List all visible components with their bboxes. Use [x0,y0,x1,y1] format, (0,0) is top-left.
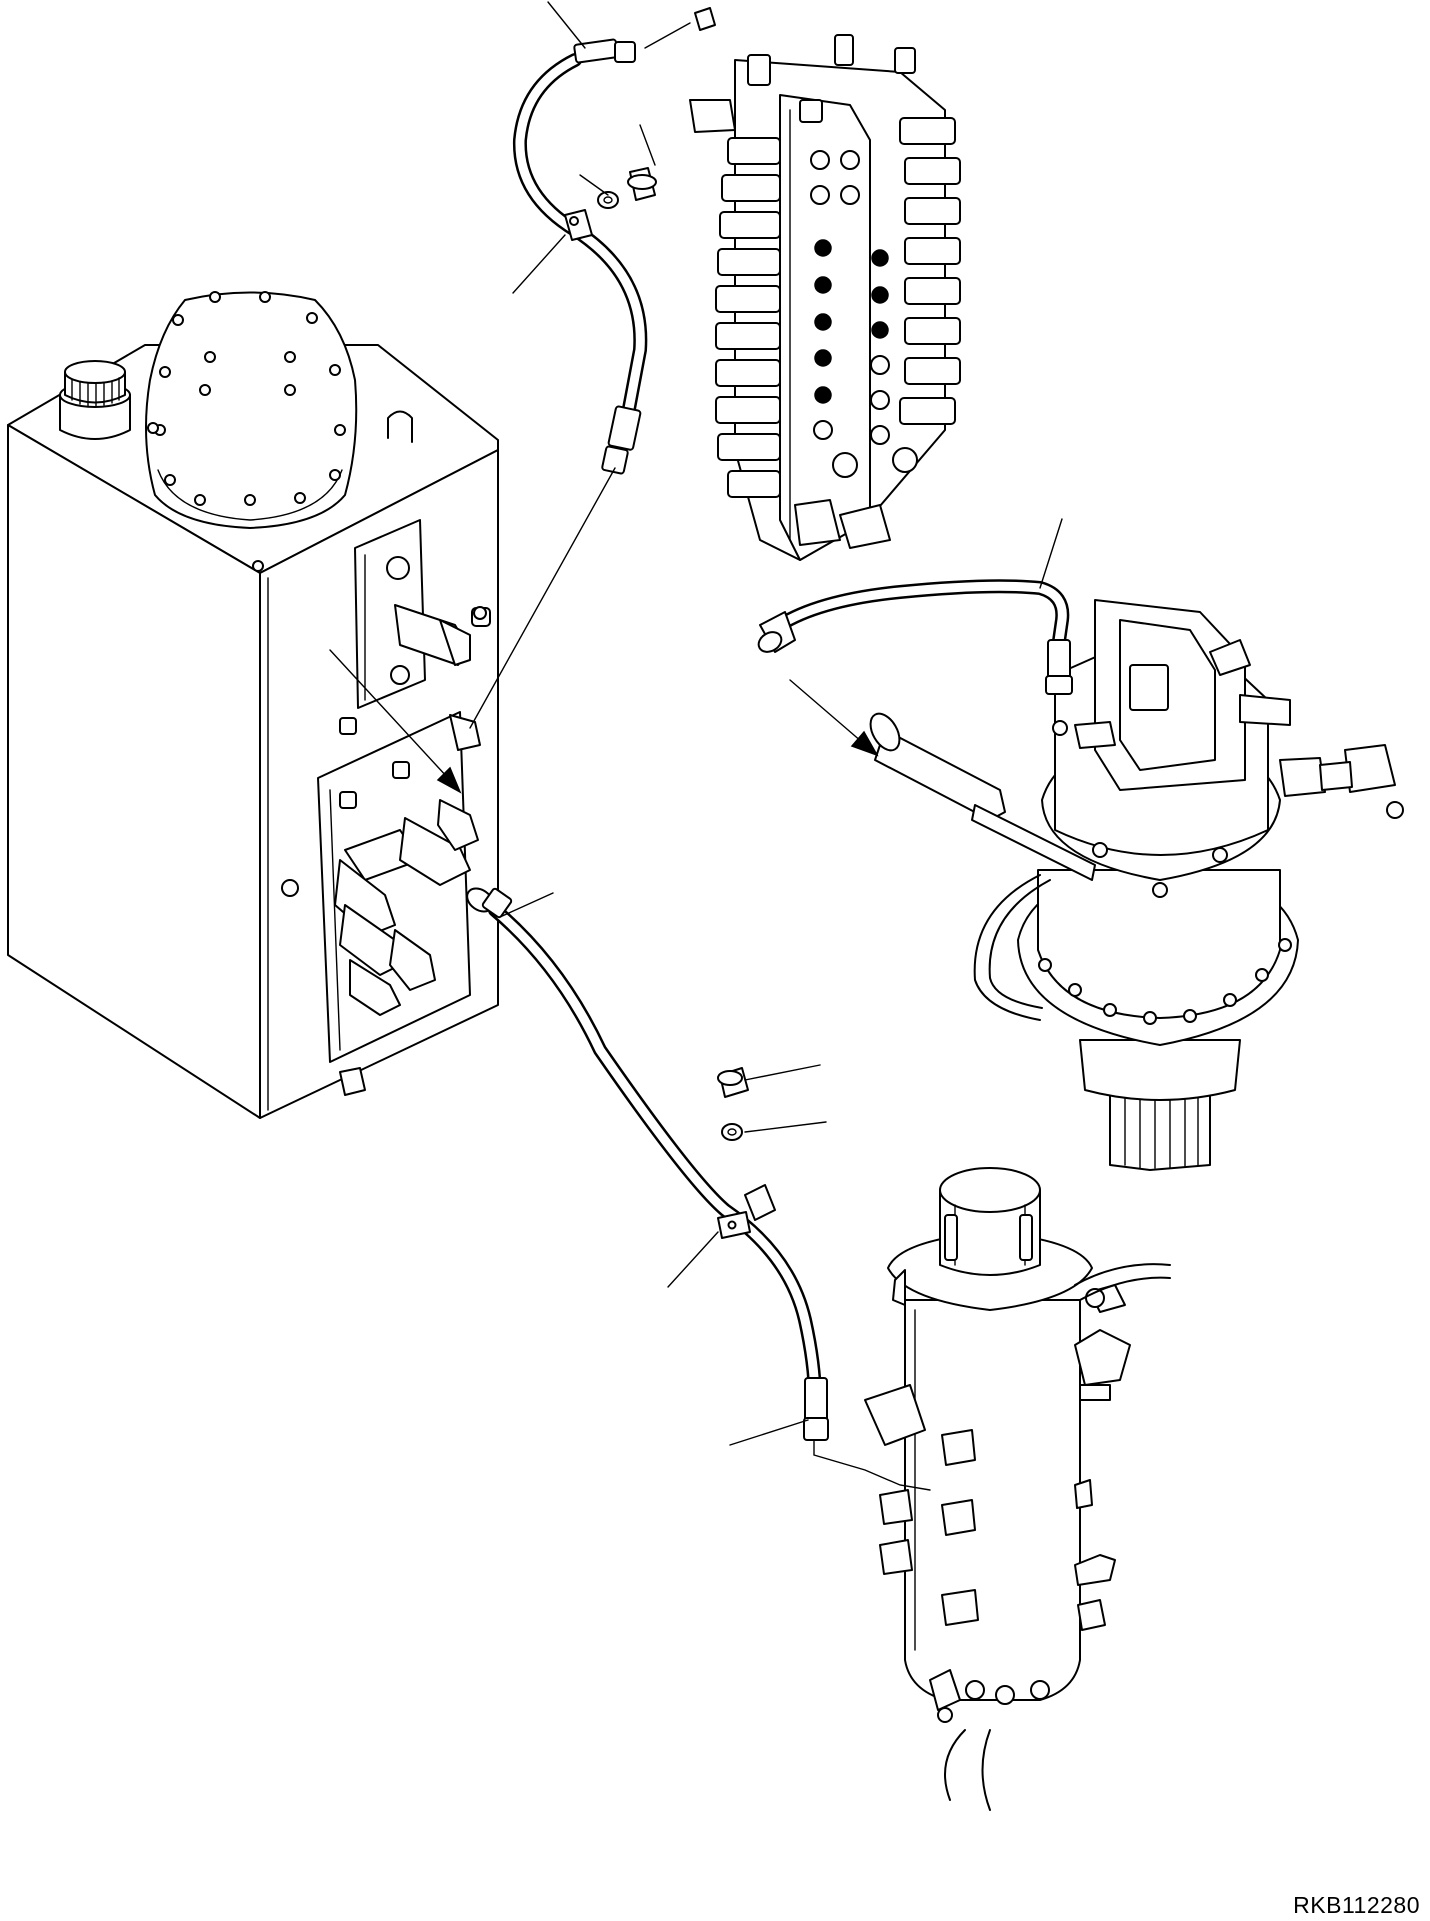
drawing-code-label: RKB112280 [1293,1892,1420,1918]
arrow-to-motor [789,679,879,757]
cover-bolts [154,291,346,506]
lower-clamp-bolt [717,1067,749,1141]
upper-clamp-bolt [597,167,657,209]
tank-port-block [281,606,487,1063]
motor-flange-bolts [1038,938,1292,1025]
drain-hose-lower [466,887,829,1441]
valve-spools [715,117,961,498]
valve-top-fittings [689,7,916,549]
valve-ports [810,150,918,478]
drain-hose-upper [512,38,657,475]
swing-motor-drain-hose [757,579,1073,736]
swing-motor [869,599,1404,1171]
control-valve [689,7,961,561]
arrow-to-tank-port [329,649,462,794]
filler-cap [59,360,131,440]
leader-lines [329,1,1063,1491]
tank-upper-bracket [354,519,491,709]
swivel-joint [864,1167,1171,1811]
hydraulic-tank [7,291,499,1119]
